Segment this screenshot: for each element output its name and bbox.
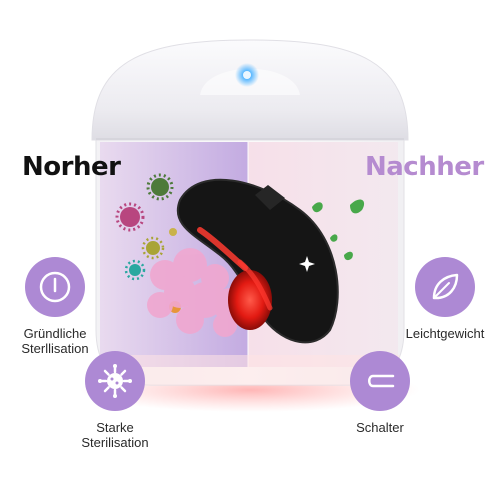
before-headline: Norher xyxy=(22,152,121,182)
feature-switch: Schalter xyxy=(325,351,435,435)
feature-strong-sterilisation: Starke Sterilisation xyxy=(65,351,165,450)
sparkle-icon xyxy=(299,256,315,272)
switch-icon xyxy=(350,351,410,411)
feature-label: Leichtgewicht xyxy=(405,326,485,341)
leaf-particles xyxy=(312,199,365,261)
feature-lightweight: Leichtgewicht xyxy=(390,257,500,341)
after-headline: Nachher xyxy=(365,152,484,182)
leaf-icon xyxy=(415,257,475,317)
feature-thorough-sterilisation: Gründliche Sterllisation xyxy=(5,257,105,356)
germ-cluster xyxy=(115,173,181,313)
virus-icon xyxy=(85,351,145,411)
power-icon xyxy=(25,257,85,317)
feature-label: Schalter xyxy=(356,420,404,435)
feature-label: Starke Sterilisation xyxy=(81,420,149,450)
earbud-device xyxy=(176,178,339,344)
feature-label: Gründliche Sterllisation xyxy=(21,326,89,356)
